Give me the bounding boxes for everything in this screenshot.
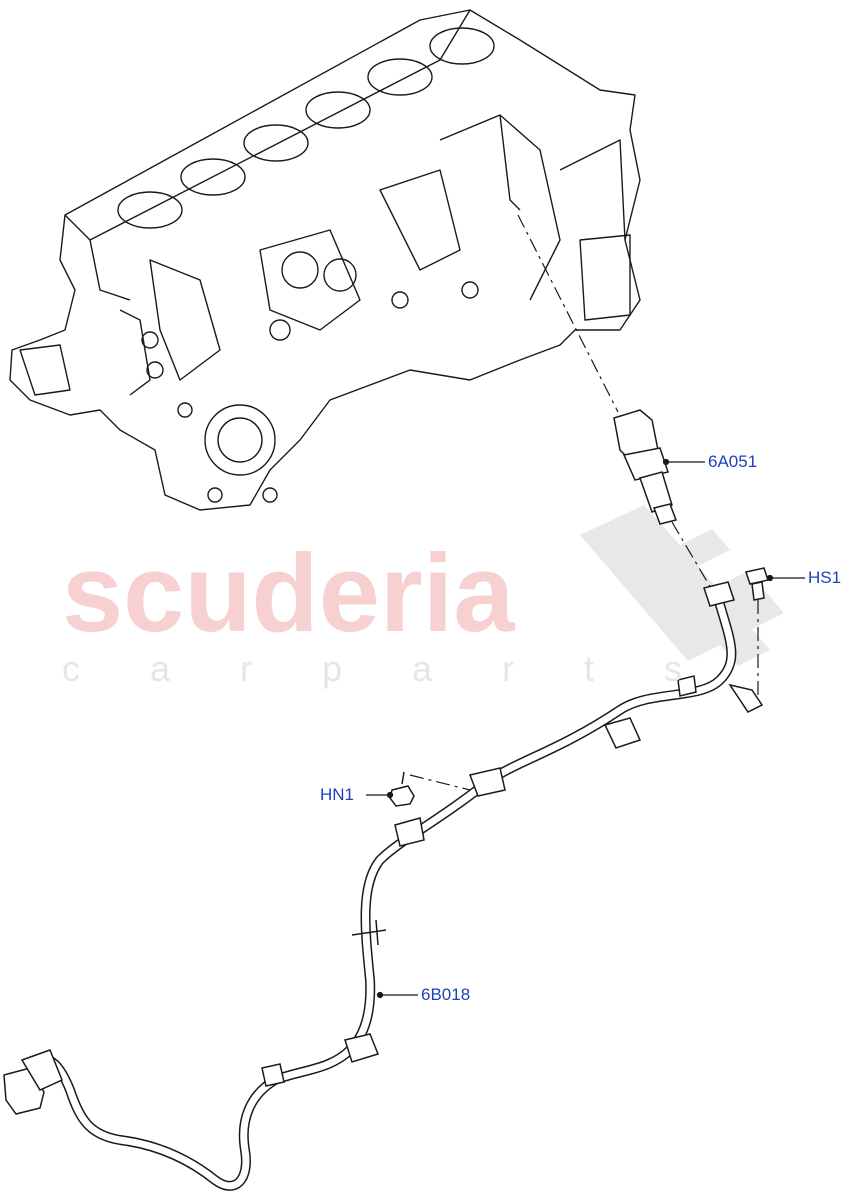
bolt-HS1 <box>745 567 769 601</box>
harness-connectors <box>3 581 764 1115</box>
callout-leaders <box>366 458 805 999</box>
callout-HS1[interactable]: HS1 <box>808 568 842 587</box>
watermark-tagline: c a r p a r t s <box>62 648 713 689</box>
watermark-brand: scuderia <box>62 532 515 655</box>
engine-block <box>9 9 641 511</box>
callout-6B018[interactable]: 6B018 <box>421 985 471 1004</box>
sensor-6A051 <box>613 409 677 525</box>
wiring-harness-inner <box>31 594 735 1190</box>
callout-HN1[interactable]: HN1 <box>320 785 355 804</box>
alignment-lines <box>409 214 759 791</box>
watermark-checker-flag <box>580 505 784 666</box>
harness-tape-marks <box>351 919 387 946</box>
nut-HN1 <box>389 771 415 807</box>
callout-6A051[interactable]: 6A051 <box>708 452 758 471</box>
